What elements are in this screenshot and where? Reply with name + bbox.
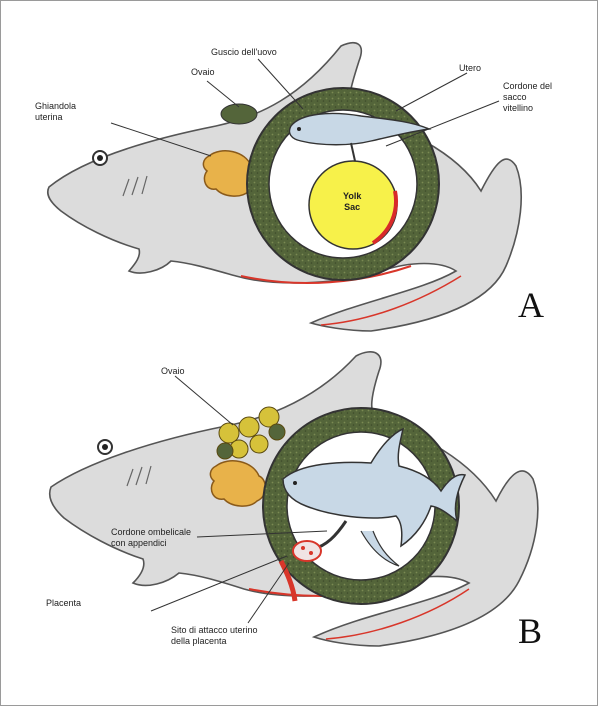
label-yolk-sac-a: Yolk Sac [343,191,361,213]
label-sito-attacco-b: Sito di attacco uterino della placenta [171,625,258,647]
panel-letter-a: A [518,284,544,326]
label-utero-a: Utero [459,63,481,74]
label-cordone-ombelicale-b: Cordone ombelicale con appendici [111,527,191,549]
label-cordone-sacco-a: Cordone del sacco vitellino [503,81,552,114]
label-guscio-uovo-a: Guscio dell'uovo [211,47,277,58]
label-placenta-b: Placenta [46,598,81,609]
panel-letter-b: B [518,610,542,652]
label-ovaio-a: Ovaio [191,67,215,78]
label-ovaio-b: Ovaio [161,366,185,377]
panel-b [50,352,538,646]
panel-a [48,43,521,331]
label-ghiandola-uterina-a: Ghiandola uterina [35,101,76,123]
